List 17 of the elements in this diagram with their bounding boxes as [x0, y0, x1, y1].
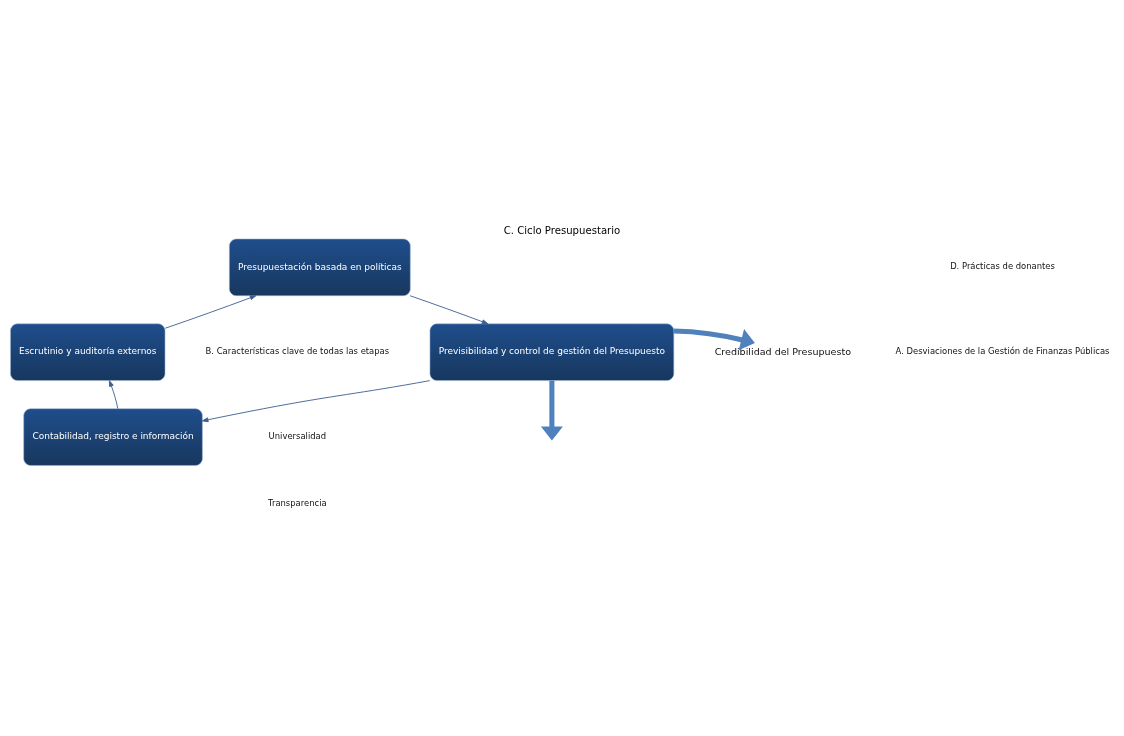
label: A. Desviaciones de la Gestión de Finanzas Públicas — [895, 345, 1110, 356]
node-box: Escrutinio y auditoría externos — [10, 323, 166, 381]
node-text: Credibilidad del Presupuesto — [714, 345, 852, 357]
arrow — [164, 294, 257, 329]
arrow — [201, 379, 431, 422]
label: D. Prácticas de donantes — [950, 260, 1055, 271]
label: Transparencia — [268, 497, 327, 508]
label: Universalidad — [268, 430, 327, 441]
node-box: Previsibilidad y control de gestión del Presupuesto — [429, 323, 675, 381]
diagram-title: C. Ciclo Presupuestario — [503, 224, 621, 236]
label: B. Características clave de todas las etapas — [205, 345, 390, 356]
arrow — [673, 327, 755, 350]
node-box: Presupuestación basada en políticas — [229, 238, 411, 296]
arrow — [108, 379, 119, 409]
node-box: Contabilidad, registro e información — [23, 407, 203, 466]
arrow — [540, 380, 563, 440]
arrow — [409, 294, 489, 324]
